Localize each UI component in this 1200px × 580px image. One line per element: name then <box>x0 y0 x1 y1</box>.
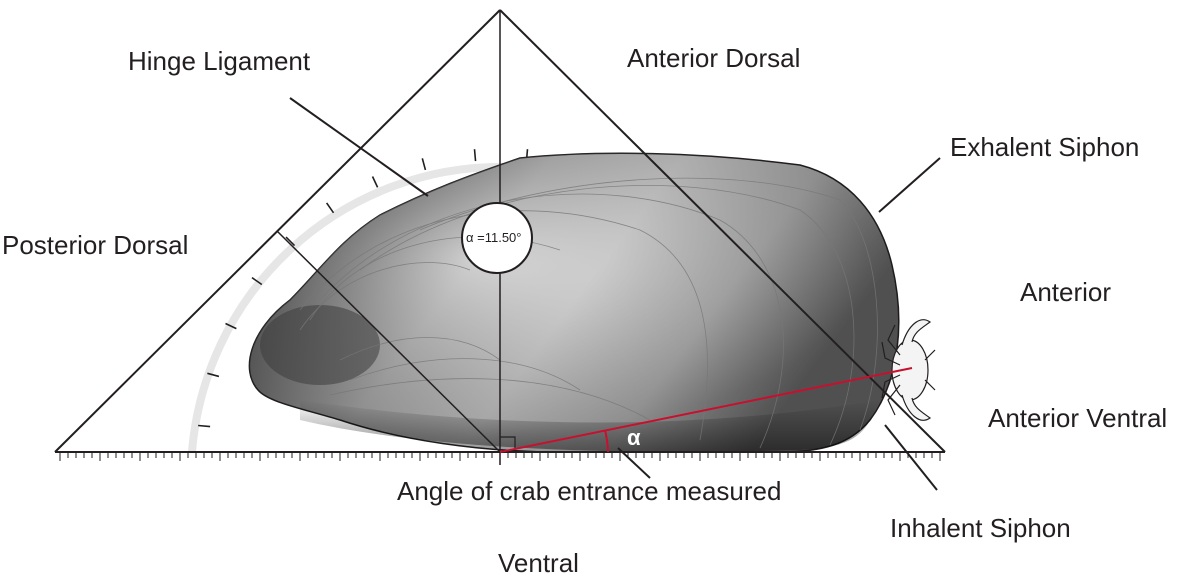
protractor-tick <box>285 236 296 247</box>
angle-readout-text: α =11.50° <box>466 230 522 245</box>
base-ruler-ticks <box>59 452 941 461</box>
protractor-tick <box>371 176 379 188</box>
ventral-label: Ventral <box>498 548 579 578</box>
protractor-tick <box>225 322 237 330</box>
anterior-ventral-label: Anterior Ventral <box>988 403 1167 433</box>
angle-measured-label: Angle of crab entrance measured <box>397 476 781 506</box>
angle-alpha-symbol: α <box>627 425 641 450</box>
perpendicular-line <box>276 230 501 453</box>
protractor-tick <box>251 276 263 286</box>
hinge-ligament-leader <box>289 97 429 197</box>
anterior-label: Anterior <box>1020 277 1111 307</box>
hinge-ligament-label: Hinge Ligament <box>128 46 311 76</box>
right-angle-marker <box>500 436 516 452</box>
protractor-tick <box>198 424 211 428</box>
protractor-tick <box>207 372 220 378</box>
protractor-tick <box>473 149 477 162</box>
anterior-dorsal-label: Anterior Dorsal <box>627 43 800 73</box>
inhalent-siphon-leader <box>884 424 938 491</box>
crab-icon <box>881 319 936 421</box>
mussel-shell-icon <box>248 152 900 453</box>
posterior-dorsal-label: Posterior Dorsal <box>2 230 188 260</box>
protractor-tick <box>325 202 335 214</box>
angle-arc <box>604 429 609 453</box>
exhalent-siphon-label: Exhalent Siphon <box>950 132 1139 162</box>
exhalent-siphon-leader <box>878 157 941 213</box>
protractor-tick <box>421 158 427 171</box>
angle-readout-circle <box>461 202 533 274</box>
crab-entrance-angle-line <box>499 367 913 453</box>
angle-measured-leader <box>617 447 651 479</box>
inhalent-siphon-label: Inhalent Siphon <box>890 513 1071 543</box>
